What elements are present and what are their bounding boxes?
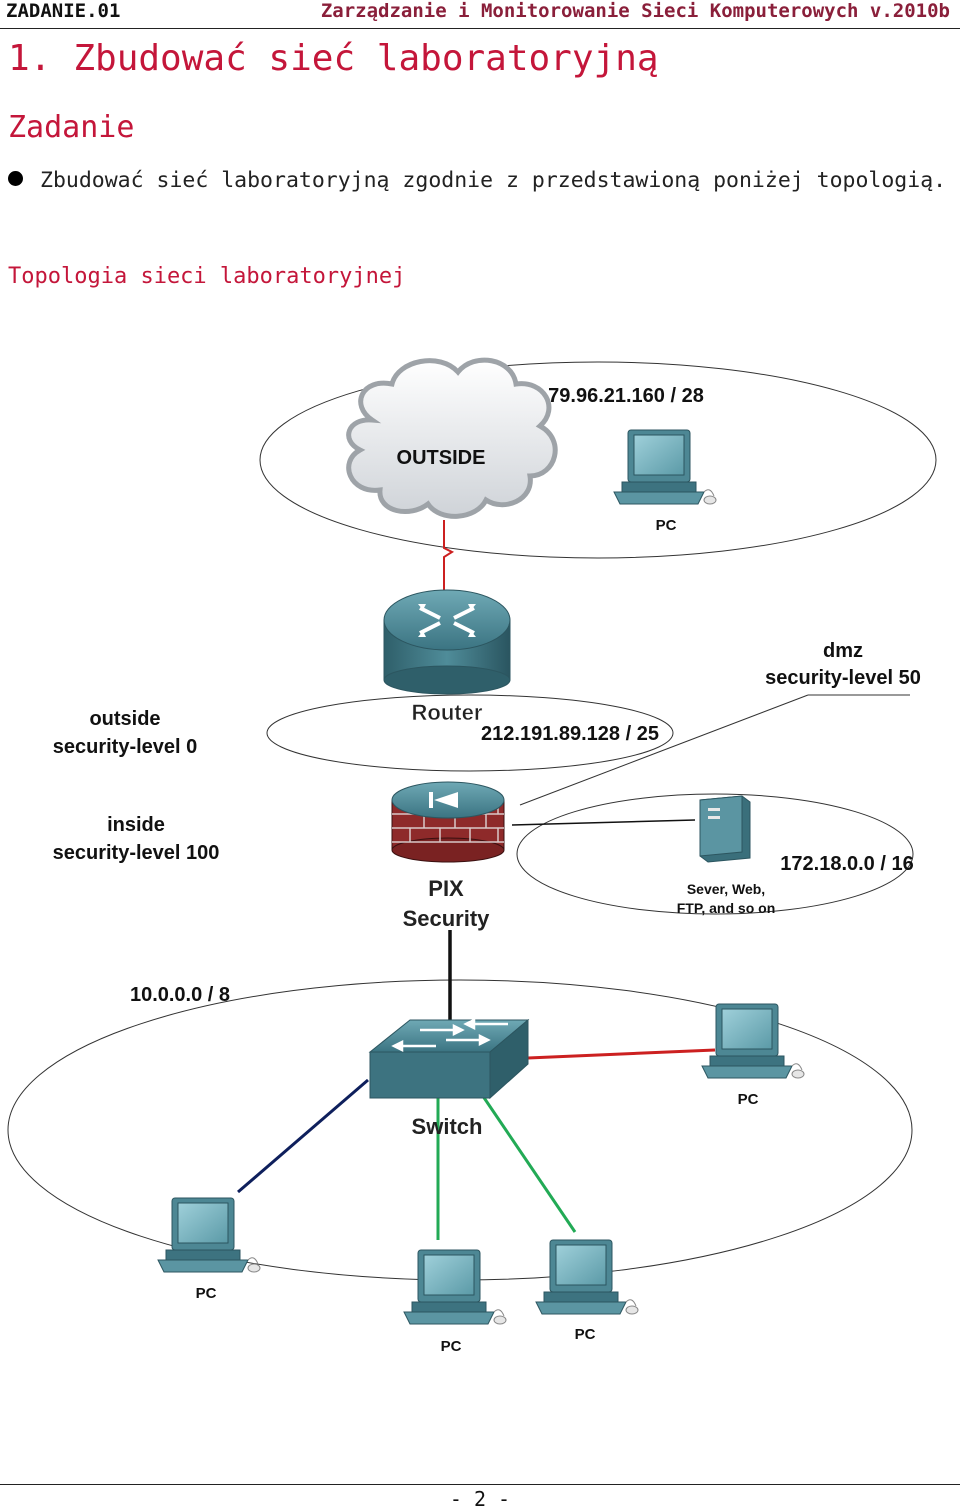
dmz-callout-diagonal [519, 694, 809, 806]
bullet-item: Zbudować sieć laboratoryjną zgodnie z pr… [8, 168, 946, 193]
dmz-zone-security: security-level 50 [765, 667, 921, 689]
figure-caption: Topologia sieci laboratoryjnej [8, 264, 406, 289]
bullet-dot-icon [8, 171, 23, 186]
outside-network-address: 79.96.21.160 / 28 [548, 385, 704, 407]
outside-cloud-label: OUTSIDE [397, 447, 486, 469]
subsection-heading: Zadanie [8, 110, 135, 145]
serial-link-line [443, 520, 455, 592]
router-label: Router [412, 700, 483, 725]
inside-pc-right-icon [535, 1239, 639, 1315]
switch-label: Switch [412, 1114, 483, 1139]
router-icon [383, 589, 511, 695]
server-label-line2: FTP, and so on [677, 900, 776, 916]
inside-pc-top-right-label: PC [738, 1091, 759, 1108]
switch-icon [368, 1017, 530, 1100]
outside-zone-name: outside [89, 708, 160, 730]
internet-cloud-icon [346, 357, 558, 519]
pix-label-line1: PIX [428, 876, 464, 901]
inside-pc-right-label: PC [575, 1326, 596, 1343]
page-number: - 2 - [449, 1487, 511, 1511]
inside-zone-security: security-level 100 [53, 842, 220, 864]
server-label-line1: Sever, Web, [687, 881, 765, 897]
server-icon [699, 795, 751, 863]
dmz-zone-name: dmz [823, 640, 863, 662]
switch-right-pc-link-line [470, 1079, 577, 1233]
inside-zone-name: inside [107, 814, 165, 836]
outside-zone-security: security-level 0 [53, 736, 198, 758]
switch-left-pc-link-line [237, 1078, 369, 1194]
router-network-address: 212.191.89.128 / 25 [481, 723, 659, 745]
outside-pc-icon [613, 429, 717, 505]
switch-top-pc-link-line [527, 1048, 716, 1060]
header-divider [0, 28, 960, 29]
inside-network-address: 10.0.0.0 / 8 [130, 984, 230, 1006]
router-network-ellipse [266, 694, 674, 772]
inside-pc-center-icon [403, 1249, 507, 1325]
inside-pc-left-label: PC [196, 1285, 217, 1302]
section-title: Zbudować sieć laboratoryjną [73, 38, 659, 79]
bullet-text: Zbudować sieć laboratoryjną zgodnie z pr… [40, 168, 947, 193]
page-header: ZADANIE.01 Zarządzanie i Monitorowanie S… [0, 0, 960, 26]
pix-firewall-icon [391, 781, 505, 863]
inside-pc-left-icon [157, 1197, 261, 1273]
section-heading: 1. Zbudować sieć laboratoryjną [8, 38, 659, 79]
dmz-network-ellipse [516, 793, 914, 915]
header-course-title: Zarządzanie i Monitorowanie Sieci Komput… [320, 0, 950, 22]
inside-pc-top-right-icon [701, 1003, 805, 1079]
pix-label-line2: Security [403, 906, 491, 931]
inside-pc-center-label: PC [441, 1338, 462, 1355]
header-doc-id: ZADANIE.01 [6, 0, 121, 22]
pix-dmz-link-line [511, 819, 696, 826]
outside-network-ellipse [259, 361, 937, 559]
outside-pc-label: PC [656, 517, 677, 534]
dmz-network-address: 172.18.0.0 / 16 [780, 853, 913, 875]
footer-divider [0, 1484, 960, 1485]
section-number: 1. [8, 38, 52, 79]
